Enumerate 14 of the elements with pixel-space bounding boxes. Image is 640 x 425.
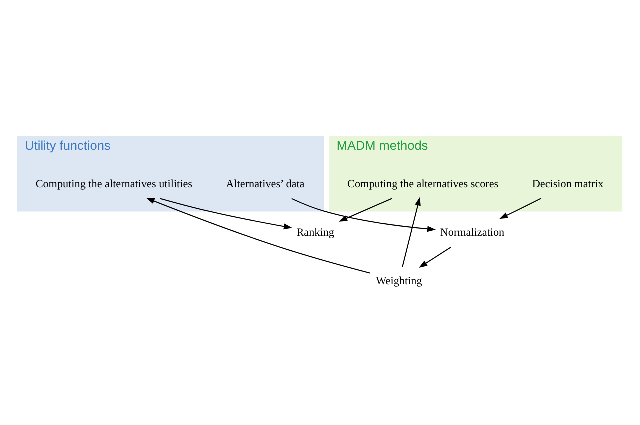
node-text: Ranking — [296, 226, 334, 238]
node-text: Computing the alternatives utilities — [36, 178, 192, 190]
arrow — [500, 198, 542, 219]
node-text: Alternatives’ data — [226, 178, 305, 190]
arrow — [402, 196, 421, 267]
node-text: Normalization — [440, 226, 505, 238]
arrow — [339, 198, 392, 222]
node-text: Decision matrix — [532, 178, 604, 190]
arrow — [160, 198, 292, 230]
arrow — [146, 198, 370, 274]
arrow — [292, 198, 436, 232]
arrow — [419, 246, 452, 268]
node-text: Computing the alternatives scores — [348, 178, 499, 190]
node-text: Weighting — [376, 274, 422, 287]
